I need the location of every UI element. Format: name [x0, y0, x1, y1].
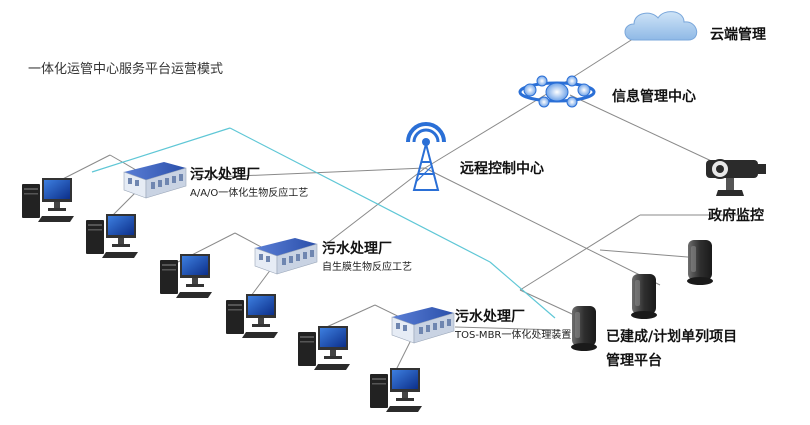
link-hub-ws5 — [319, 304, 376, 331]
plant-process: TOS-MBR一体化处理装置 — [455, 330, 572, 341]
cloud-label: 云端管理 — [710, 27, 766, 43]
cyan-links — [91, 127, 556, 319]
diagram-caption: 一体化运管中心服务平台运营模式 — [28, 62, 224, 77]
link-remote-info — [424, 94, 546, 169]
plant-title: 污水处理厂 — [455, 309, 525, 325]
plant-title: 污水处理厂 — [190, 167, 260, 183]
desktop-computer-icon — [226, 294, 278, 338]
plant-title: 污水处理厂 — [322, 241, 392, 257]
factory-building-icon — [391, 306, 455, 344]
desktop-computer-icon — [22, 178, 74, 222]
desktop-computer-icon — [86, 214, 138, 258]
gov-label: 政府监控 — [708, 208, 764, 224]
surveillance-camera-icon — [706, 159, 766, 196]
platform-label-line2: 管理平台 — [606, 353, 662, 369]
link-info-gov — [569, 94, 736, 173]
platform-label-line1: 已建成/计划单列项目 — [606, 329, 738, 345]
link-platform-diag — [519, 214, 641, 291]
link-platform-server3 — [599, 249, 701, 259]
factory-building-icon — [254, 237, 318, 275]
server-tower-icon — [571, 306, 597, 351]
cyan-link-1 — [91, 127, 231, 173]
info-center-label: 信息管理中心 — [612, 89, 696, 105]
server-tower-icon — [687, 240, 713, 285]
factory-building-icon — [123, 161, 187, 199]
radio-tower-icon — [406, 122, 446, 191]
link-plant1-remote — [191, 167, 426, 179]
desktop-computer-icon — [370, 368, 422, 412]
link-remote-server2 — [424, 167, 661, 286]
cyan-link-3 — [489, 261, 556, 319]
link-plant2-remote — [324, 167, 426, 246]
desktop-computer-icon — [160, 254, 212, 298]
cyan-link-2 — [229, 127, 491, 263]
server-tower-icon — [631, 274, 657, 319]
remote-center-label: 远程控制中心 — [460, 161, 544, 177]
plant-process: 自生膜生物反应工艺 — [322, 262, 412, 273]
link-plant3-server1 — [454, 326, 561, 331]
cloud-icon — [624, 11, 698, 41]
satellite-hub-icon — [518, 75, 596, 108]
plant-process: A/A/O一体化生物反应工艺 — [190, 188, 309, 199]
desktop-computer-icon — [298, 326, 350, 370]
